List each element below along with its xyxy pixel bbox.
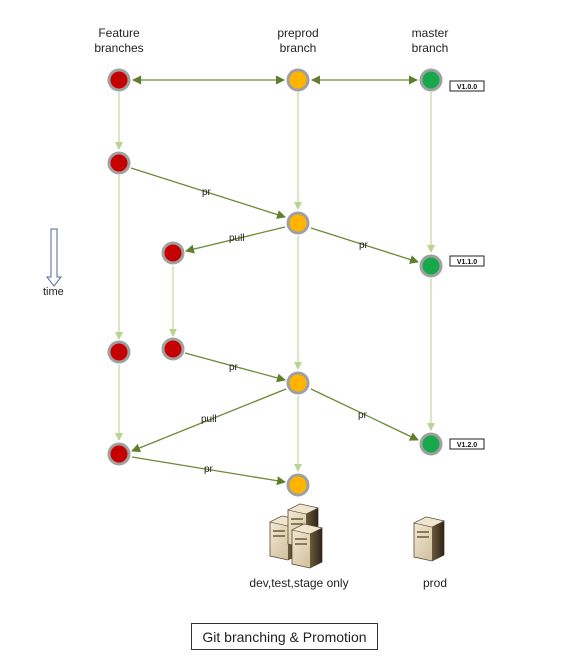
edge-label-pr-1: pr	[202, 187, 212, 198]
feature-node	[107, 442, 131, 466]
edge-label-pr-4: pr	[358, 410, 368, 421]
nonprod-env-label: dev,test,stage only	[249, 576, 348, 590]
edge-pr-feature-to-preprod-3	[131, 456, 286, 486]
feature-branches-header-line1: Feature	[98, 26, 140, 40]
feature-nodes	[107, 68, 185, 466]
version-tag-v2-text: V1.1.0	[457, 259, 477, 266]
preprod-branch-header-line2: branch	[280, 41, 317, 55]
master-node	[419, 68, 443, 92]
master-node	[419, 432, 443, 456]
preprod-node	[286, 473, 310, 497]
feature-node	[161, 337, 185, 361]
feature-node	[161, 241, 185, 265]
edge-label-pull-1: pull	[229, 233, 245, 244]
master-branch-header-line1: master	[412, 26, 449, 40]
version-tag-v1: V1.0.0	[449, 80, 485, 92]
master-nodes	[419, 68, 443, 456]
edge-pr-preprod-to-master-1	[310, 227, 419, 264]
feature-node	[107, 340, 131, 364]
edge-pull-preprod-to-feature-2	[131, 388, 287, 453]
edge-label-pr-5: pr	[204, 464, 214, 475]
preprod-nodes	[286, 68, 310, 497]
version-tag-v3: V1.2.0	[449, 438, 485, 450]
feature-branches-header-line2: branches	[94, 41, 143, 55]
preprod-node	[286, 211, 310, 235]
version-tag-v3-text: V1.2.0	[457, 442, 477, 449]
edge-label-pr-3: pr	[229, 362, 239, 373]
feature-node	[107, 151, 131, 175]
edge-pr-feature-to-preprod-1	[130, 167, 286, 219]
edge-pr-feature-to-preprod-2	[184, 352, 286, 383]
diagram-title: Git branching & Promotion	[191, 623, 378, 650]
promotion-edges	[130, 75, 419, 486]
preprod-node	[286, 371, 310, 395]
master-node	[419, 254, 443, 278]
time-arrow-icon	[45, 228, 63, 287]
prod-server-icon	[413, 516, 445, 562]
master-branch-header-line2: branch	[412, 41, 449, 55]
time-label: time	[43, 286, 64, 298]
version-tag-v1-text: V1.0.0	[457, 84, 477, 91]
preprod-node	[286, 68, 310, 92]
feature-node	[107, 68, 131, 92]
edge-label-pr-2: pr	[359, 240, 369, 251]
edge-pr-preprod-to-master-2	[310, 388, 419, 441]
nonprod-servers-icon	[269, 503, 323, 569]
history-edges	[115, 92, 435, 472]
version-tag-v2: V1.1.0	[449, 255, 485, 267]
edge-pull-preprod-to-feature-1	[185, 226, 286, 254]
edge-label-pull-2: pull	[201, 414, 217, 425]
preprod-branch-header-line1: preprod	[277, 26, 318, 40]
prod-env-label: prod	[423, 576, 447, 590]
